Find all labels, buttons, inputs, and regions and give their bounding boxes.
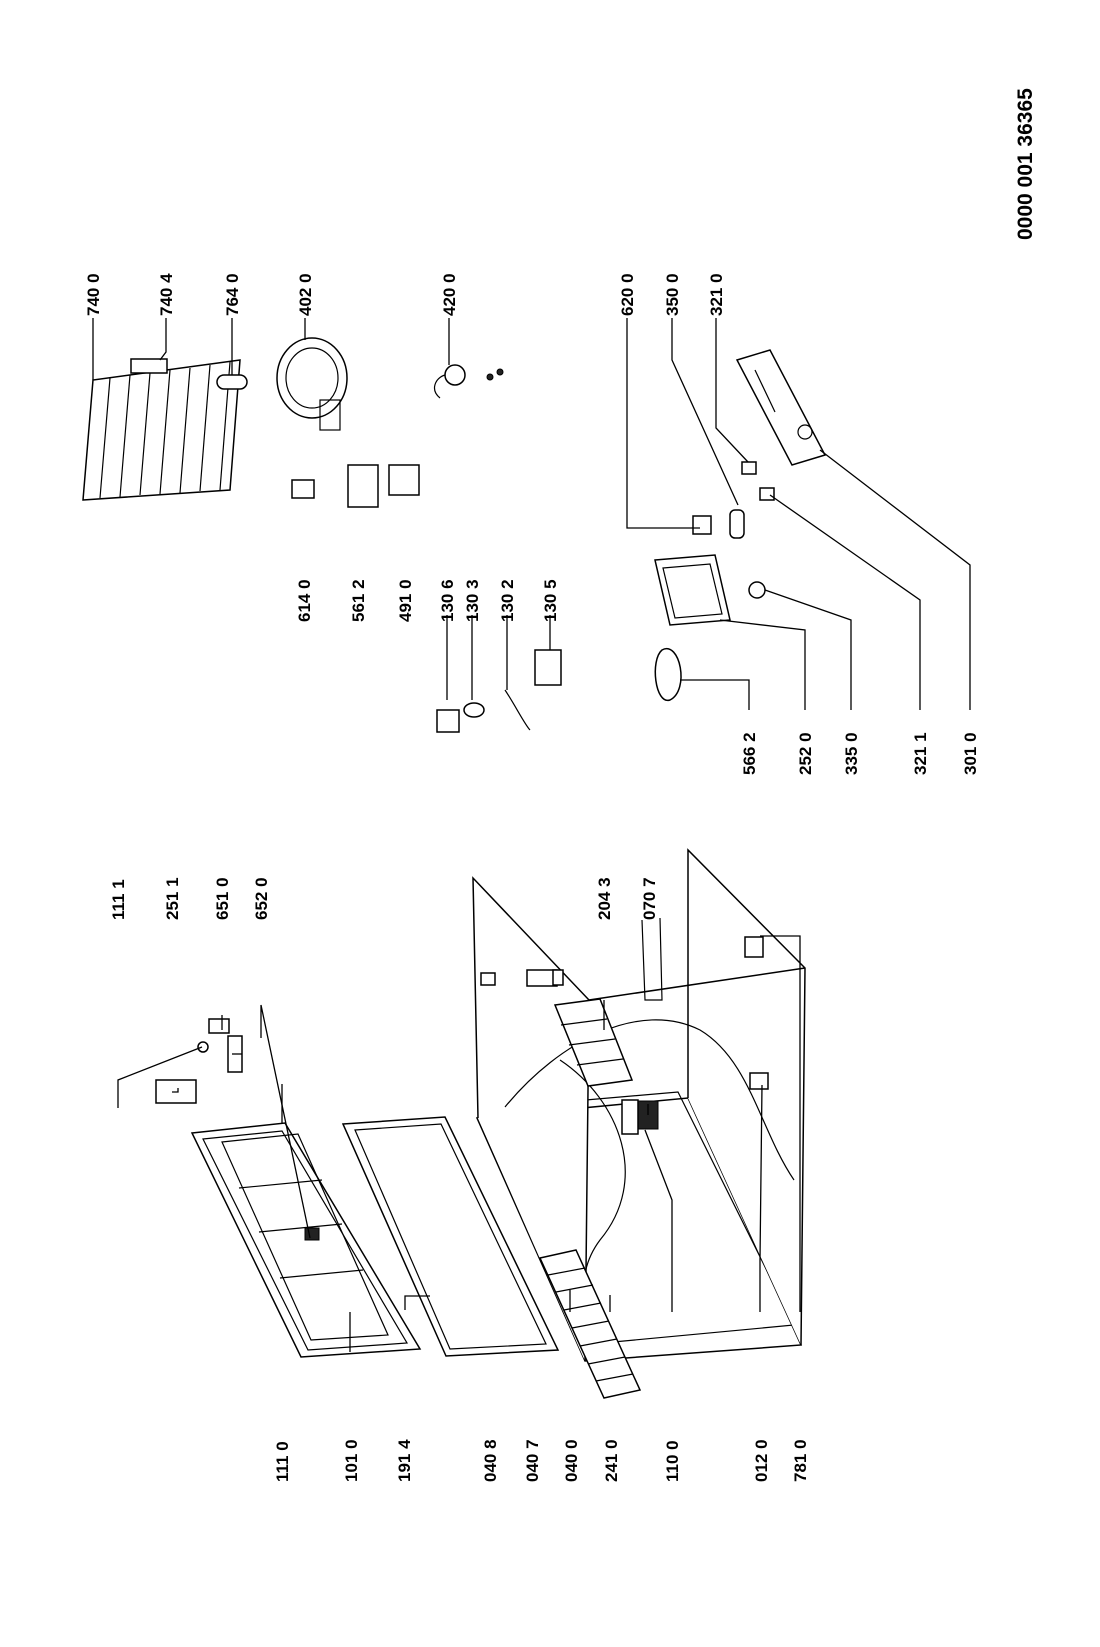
basket-part [538, 1249, 642, 1399]
lower-hinge-part [744, 936, 764, 958]
label-764-0: 764 0 [223, 273, 242, 316]
foot-part [552, 969, 564, 986]
thermostat-part [654, 647, 682, 701]
label-740-4: 740 4 [157, 273, 176, 316]
label-350-0: 350 0 [663, 273, 682, 316]
grommet-part [486, 373, 494, 381]
lamp-part [208, 1018, 230, 1034]
thermostat-bracket-part [621, 1099, 639, 1135]
label-111-0: 111 0 [273, 1441, 292, 1482]
label-251-1: 251 1 [163, 877, 182, 920]
compressor-part [276, 337, 348, 431]
terminal-cover-part [534, 649, 562, 686]
label-620-0: 620 0 [618, 273, 637, 316]
overload-part [347, 464, 379, 508]
leader-lines-right [92, 318, 971, 710]
lid-part [190, 1122, 422, 1358]
relay-part [291, 479, 315, 499]
label-301-0: 301 0 [961, 732, 980, 775]
condenser-part [82, 359, 241, 501]
label-402-0: 402 0 [296, 273, 315, 316]
label-130-3: 130 3 [463, 579, 482, 622]
part-labels: 111 0 101 0 191 4 040 8 040 7 040 0 241 … [84, 273, 980, 1482]
label-420-0: 420 0 [440, 273, 459, 316]
thermostat-housing-part [654, 554, 731, 626]
bulb-part [729, 509, 745, 539]
indicator-part-2 [759, 487, 775, 501]
label-070-7: 070 7 [640, 877, 659, 920]
condenser-clip-part [130, 358, 168, 374]
switch-part [692, 515, 712, 535]
document-number: 0000 001 36365 [1014, 88, 1037, 240]
label-040-8: 040 8 [481, 1439, 500, 1482]
label-040-0: 040 0 [562, 1439, 581, 1482]
label-781-0: 781 0 [791, 1439, 810, 1482]
clip-part [463, 702, 485, 718]
label-252-0: 252 0 [796, 732, 815, 775]
label-130-2: 130 2 [498, 579, 517, 622]
label-110-0: 110 0 [663, 1440, 682, 1482]
indicator-part [741, 461, 757, 475]
grommet-part-2 [496, 368, 504, 376]
lock-bracket-part [749, 1072, 769, 1090]
label-335-0: 335 0 [842, 732, 861, 775]
label-740-0: 740 0 [84, 273, 103, 316]
control-panel-part [735, 349, 827, 466]
drier-part [216, 374, 248, 390]
label-191-4: 191 4 [395, 1439, 414, 1482]
leader-lines-left [117, 935, 801, 1352]
label-111-1: 111 1 [109, 879, 128, 920]
label-130-5: 130 5 [541, 579, 560, 622]
label-012-0: 012 0 [752, 1439, 771, 1482]
hinge-part [480, 972, 496, 986]
label-561-2: 561 2 [349, 579, 368, 622]
label-651-0: 651 0 [213, 877, 232, 920]
label-652-0: 652 0 [252, 877, 271, 920]
cable-part [504, 689, 531, 731]
cover-part [388, 464, 420, 496]
label-241-0: 241 0 [602, 1439, 621, 1482]
plug-part [197, 1041, 209, 1053]
divider-basket-part [553, 998, 634, 1087]
label-566-2: 566 2 [740, 732, 759, 775]
label-491-0: 491 0 [396, 579, 415, 622]
gasket-part [341, 1116, 560, 1357]
knob-part [748, 581, 766, 599]
connector-part [436, 709, 460, 733]
label-204-3: 204 3 [595, 877, 614, 920]
label-321-1: 321 1 [911, 732, 930, 775]
label-130-6: 130 6 [438, 579, 457, 622]
label-040-7: 040 7 [523, 1439, 542, 1482]
label-101-0: 101 0 [342, 1439, 361, 1482]
label-614-0: 614 0 [295, 579, 314, 622]
label-321-0: 321 0 [707, 273, 726, 316]
capacitor-part [444, 364, 466, 386]
